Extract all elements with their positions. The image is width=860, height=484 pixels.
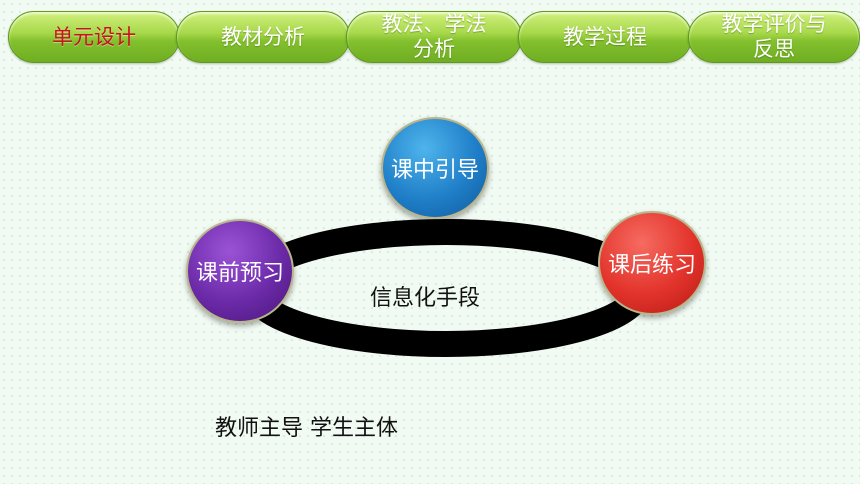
node-after-class-practice: 课后练习 [598, 211, 706, 315]
tab-textbook-analysis[interactable]: 教材分析 [176, 11, 350, 63]
node-pre-class-preview: 课前预习 [186, 219, 294, 323]
caption-text: 教师主导 学生主体 [215, 416, 398, 441]
tab-teaching-method-analysis[interactable]: 教法、学法 分析 [346, 11, 522, 63]
tab-evaluation-reflection[interactable]: 教学评价与 反思 [688, 11, 860, 63]
tab-teaching-process[interactable]: 教学过程 [518, 11, 692, 63]
tab-unit-design[interactable]: 单元设计 [8, 11, 180, 63]
node-in-class-guidance: 课中引导 [381, 117, 489, 219]
top-navigation: 单元设计 教材分析 教法、学法 分析 教学过程 教学评价与 反思 [0, 0, 860, 72]
center-label: 信息化手段 [369, 286, 480, 311]
